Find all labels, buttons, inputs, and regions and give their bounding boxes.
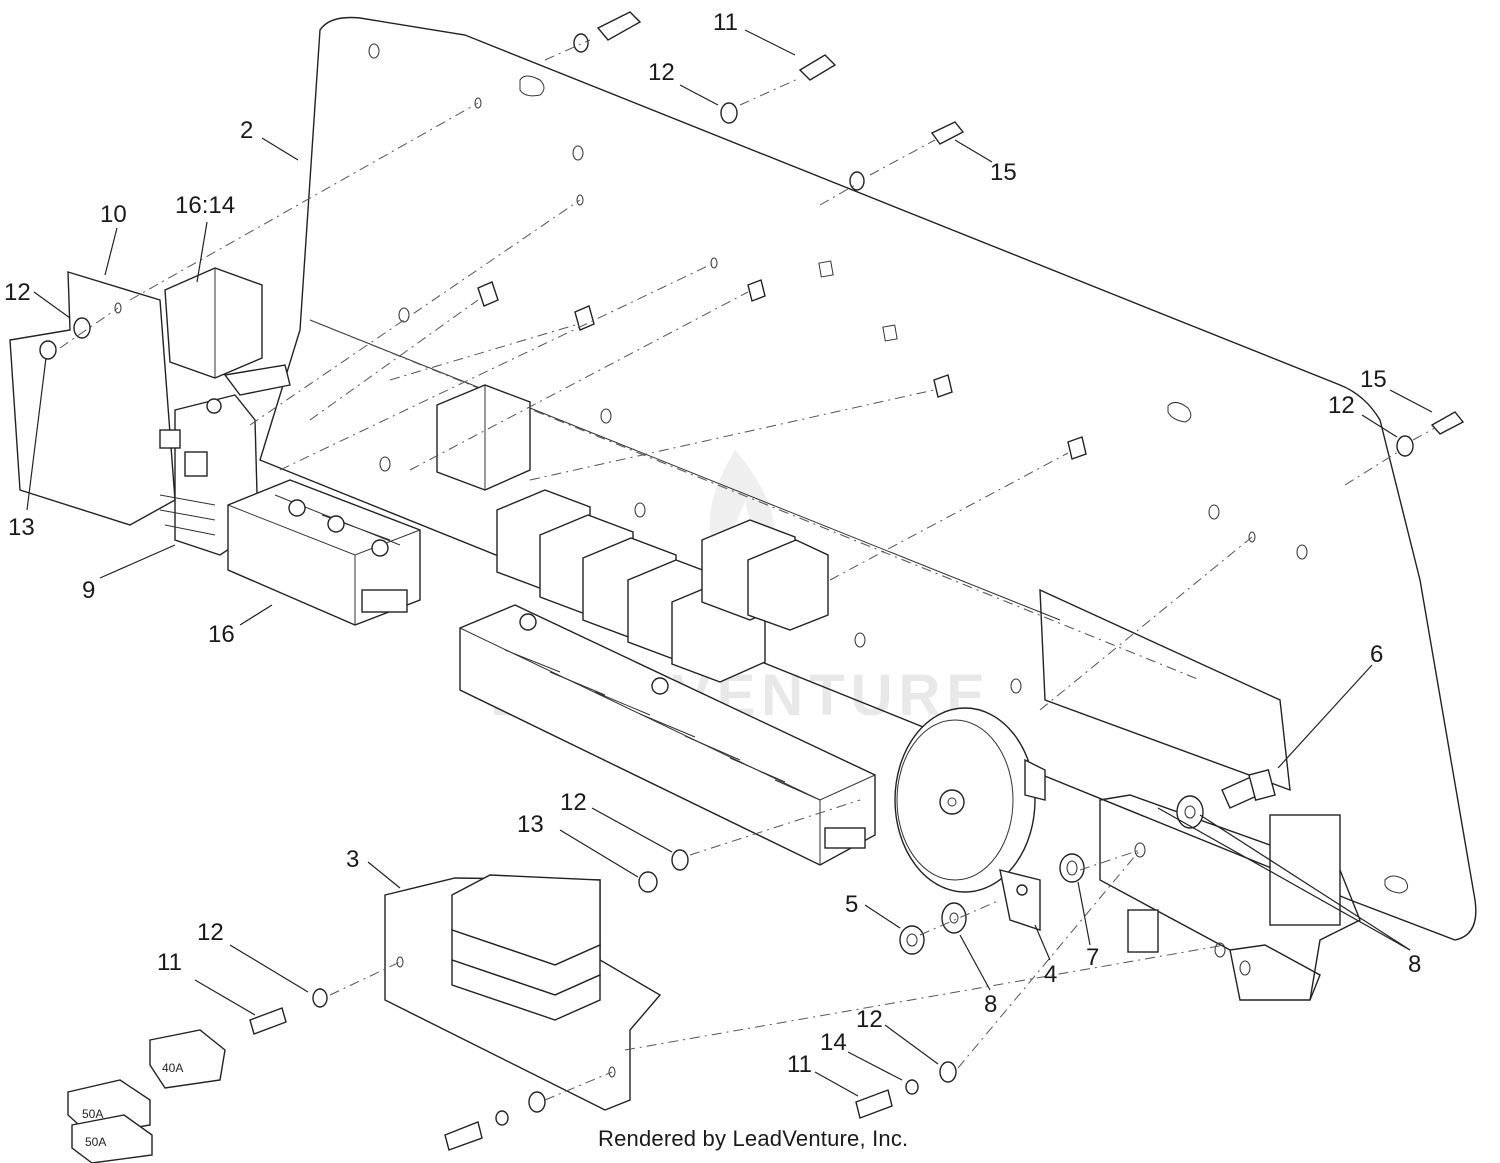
fuse-50a-bottom-label: 50A bbox=[85, 1135, 106, 1149]
callout-8-right: 8 bbox=[1408, 951, 1421, 978]
callout-16-14: 16:14 bbox=[175, 192, 235, 219]
callout-7: 7 bbox=[1086, 944, 1099, 971]
callout-16: 16 bbox=[208, 621, 235, 648]
fuse-block-plate-3 bbox=[384, 874, 662, 1111]
callout-14: 14 bbox=[820, 1029, 847, 1056]
callout-2: 2 bbox=[240, 117, 253, 144]
callout-12-left: 12 bbox=[4, 279, 31, 306]
assembly-lines bbox=[59, 39, 1436, 1101]
relay-row bbox=[496, 489, 829, 683]
callout-12-bottom-right: 12 bbox=[856, 1006, 883, 1033]
callout-9: 9 bbox=[82, 577, 95, 604]
callout-8-center: 8 bbox=[984, 991, 997, 1018]
left-cover-plate bbox=[9, 271, 176, 526]
callout-12-right: 12 bbox=[1328, 392, 1355, 419]
callout-13-center: 13 bbox=[517, 811, 544, 838]
callout-4: 4 bbox=[1044, 961, 1057, 988]
fuse-50a-bottom: 50A bbox=[71, 1114, 153, 1163]
callout-labels: 11 12 15 2 10 16:14 12 13 9 16 15 12 6 1… bbox=[4, 9, 1421, 1078]
callout-5: 5 bbox=[845, 891, 858, 918]
relay-center-top bbox=[436, 384, 531, 491]
plate-holes bbox=[368, 43, 1409, 894]
relay-socket-group-center bbox=[459, 604, 876, 866]
hardware bbox=[39, 11, 1465, 1151]
footer-credit: Rendered by LeadVenture, Inc. bbox=[598, 1126, 909, 1151]
callout-13-left: 13 bbox=[8, 514, 35, 541]
callout-11-top: 11 bbox=[713, 9, 738, 36]
main-mounting-plate bbox=[259, 16, 1477, 941]
right-bracket bbox=[1039, 588, 1361, 1001]
callout-12-center: 12 bbox=[560, 789, 587, 816]
callout-3: 3 bbox=[346, 846, 359, 873]
horn-4 bbox=[894, 707, 1046, 931]
callout-12-bottom-left: 12 bbox=[197, 919, 224, 946]
callout-15-right: 15 bbox=[1360, 366, 1387, 393]
relay-socket-group-left bbox=[227, 479, 421, 626]
callout-11-bottom-left: 11 bbox=[157, 949, 182, 976]
fuse-50a-top-label: 50A bbox=[82, 1107, 103, 1121]
callout-15-top: 15 bbox=[990, 159, 1017, 186]
callout-11-bottom-right: 11 bbox=[787, 1051, 812, 1078]
leader-lines bbox=[26, 29, 1433, 1097]
callout-6: 6 bbox=[1370, 641, 1383, 668]
relay-16-14 bbox=[164, 267, 291, 396]
callout-12-top: 12 bbox=[648, 59, 675, 86]
fuse-40a: 40A bbox=[149, 1029, 226, 1089]
callout-10: 10 bbox=[100, 201, 127, 228]
lock-washer-7 bbox=[1059, 853, 1085, 883]
fuse-40a-label: 40A bbox=[162, 1061, 183, 1075]
